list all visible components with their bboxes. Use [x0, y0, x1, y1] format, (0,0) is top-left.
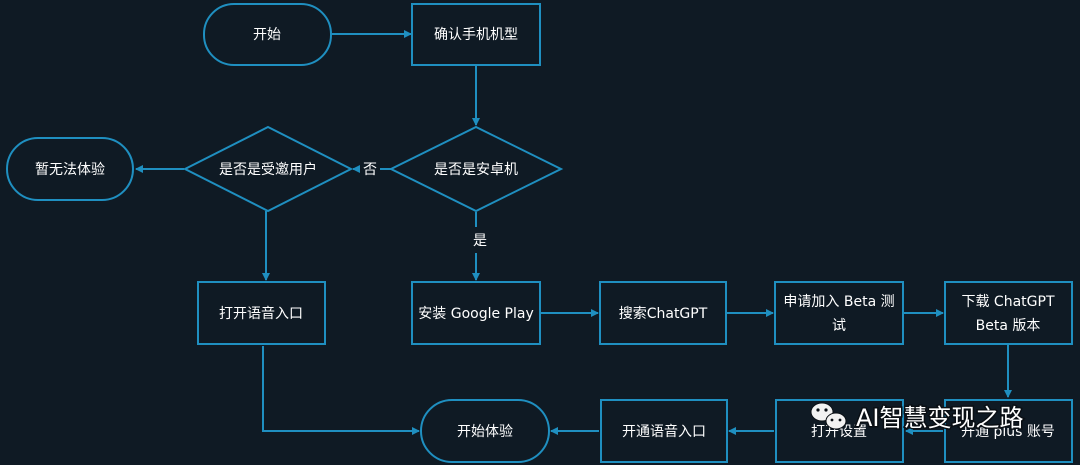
node-join-beta-label-line1: 申请加入 Beta 测: [783, 294, 894, 310]
edge-label-yes: 是: [473, 233, 487, 249]
node-is-invited-label: 是否是受邀用户: [219, 161, 317, 178]
node-open-voice-entry-label: 打开语音入口: [219, 305, 303, 322]
edge-label-no-bg: [360, 159, 380, 179]
node-install-google-play: [411, 281, 541, 345]
node-join-beta-label-line2: 试: [832, 318, 846, 334]
node-confirm-phone-label: 确认手机机型: [434, 27, 518, 43]
node-search-chatgpt: [599, 281, 727, 345]
edge-open-voice-to-start-exp: [262, 346, 420, 435]
node-enable-plus-label: 开通 plus 账号: [961, 424, 1055, 440]
watermark: AI智慧变现之路: [810, 402, 1025, 434]
node-join-beta: [774, 281, 904, 345]
node-open-settings-label: 打开设置: [811, 423, 867, 440]
wechat-icon: [810, 402, 847, 430]
node-start: [203, 3, 332, 66]
node-search-chatgpt-label: 搜索ChatGPT: [619, 305, 708, 322]
node-download-label-line2: Beta 版本: [976, 318, 1041, 334]
node-enable-plus: [944, 399, 1073, 463]
node-install-google-play-label: 安装 Google Play: [418, 306, 533, 322]
node-start-experience-label: 开始体验: [457, 424, 513, 440]
node-download-label-line1: 下载 ChatGPT: [961, 294, 1054, 310]
node-open-voice-entry: [197, 281, 326, 345]
node-start-experience: [420, 399, 550, 463]
node-confirm-phone: [411, 3, 541, 66]
node-is-android: [388, 125, 564, 213]
node-no-experience-label: 暂无法体验: [35, 162, 105, 178]
node-download-chatgpt-beta: [944, 281, 1073, 345]
watermark-text: AI智慧变现之路: [856, 404, 1024, 432]
node-is-android-label: 是否是安卓机: [434, 162, 518, 178]
node-enable-voice-entry: [600, 399, 728, 463]
node-enable-voice-entry-label: 开通语音入口: [622, 423, 706, 440]
node-start-label: 开始: [253, 27, 281, 43]
node-is-invited: [182, 125, 354, 213]
node-open-settings: [775, 399, 904, 463]
node-no-experience: [6, 137, 134, 201]
edge-label-no: 否: [363, 162, 377, 178]
